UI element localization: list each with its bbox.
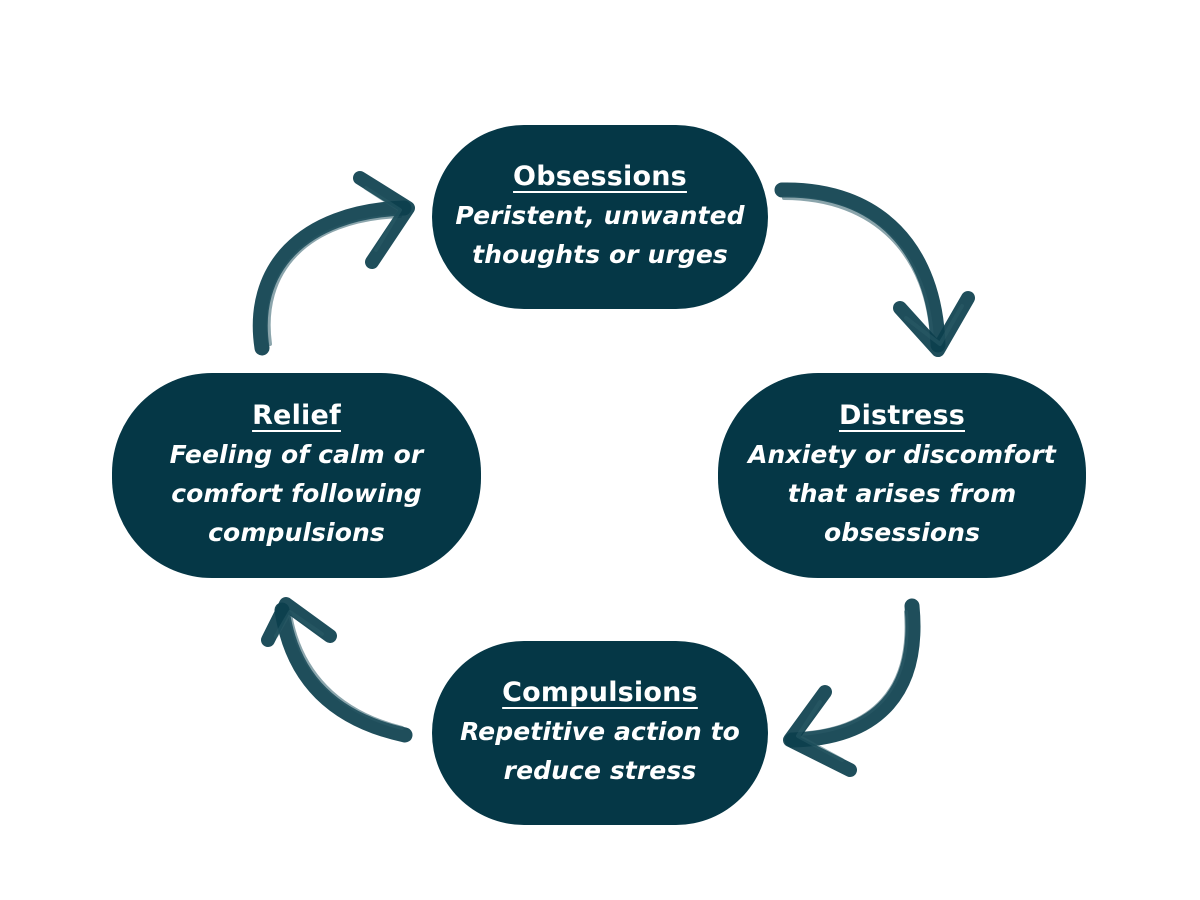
node-compulsions-desc-line-1: Repetitive action to (460, 717, 740, 746)
arrow-compulsions-to-relief (261, 597, 413, 743)
node-compulsions: Compulsions Repetitive action to reduce … (432, 641, 768, 825)
node-distress-desc-line-1: Anxiety or discomfort (748, 440, 1056, 469)
node-relief: Relief Feeling of calm or comfort follow… (112, 373, 481, 578)
node-relief-desc-line-2: comfort following (171, 479, 422, 508)
node-relief-desc-line-1: Feeling of calm or (169, 440, 424, 469)
node-obsessions-title: Obsessions (513, 161, 687, 192)
node-obsessions-desc-line-1: Peristent, unwanted (455, 201, 745, 230)
node-relief-desc-line-3: compulsions (208, 518, 385, 547)
arrow-distress-to-compulsions (783, 598, 921, 777)
node-obsessions: Obsessions Peristent, unwanted thoughts … (432, 125, 768, 309)
node-distress: Distress Anxiety or discomfort that aris… (718, 373, 1086, 578)
node-compulsions-desc-line-2: reduce stress (503, 756, 697, 785)
arrow-obsessions-to-distress (774, 182, 975, 357)
node-compulsions-title: Compulsions (502, 677, 698, 708)
node-distress-desc-line-3: obsessions (823, 518, 981, 547)
node-relief-title: Relief (252, 400, 341, 431)
node-distress-desc-line-2: that arises from (787, 479, 1017, 508)
node-obsessions-desc-line-2: thoughts or urges (472, 240, 728, 269)
arrow-relief-to-obsessions (252, 171, 415, 356)
node-distress-title: Distress (838, 400, 965, 431)
